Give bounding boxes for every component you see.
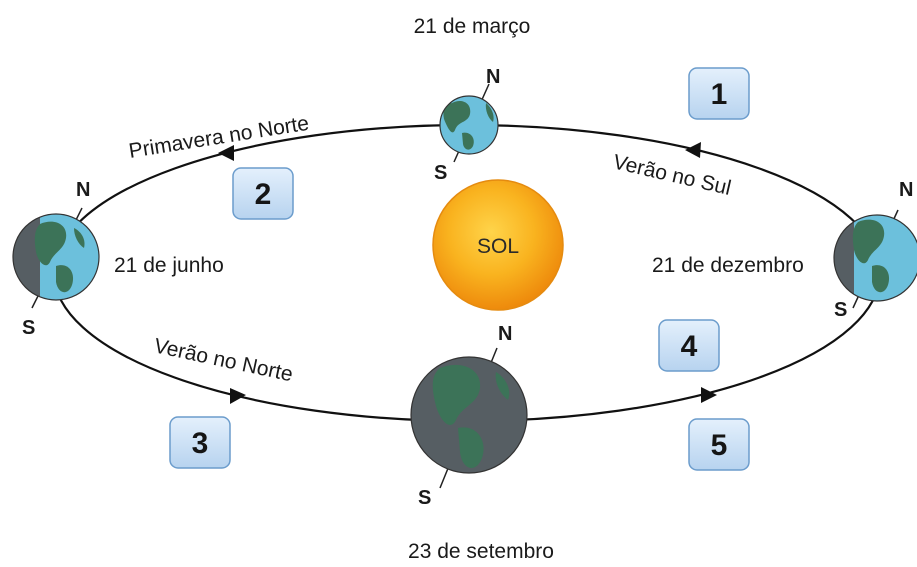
season-summer-north-label: Verão no Norte — [152, 334, 295, 386]
pole-north-june: N — [76, 179, 90, 201]
number-box-3-label: 3 — [192, 427, 209, 460]
pole-south-december: S — [834, 299, 847, 321]
orbit-arrow-top-left — [218, 145, 234, 161]
sun-label: SOL — [477, 235, 519, 258]
earth-june — [12, 207, 100, 309]
number-box-5: 5 — [688, 418, 750, 471]
pole-north-december: N — [899, 179, 913, 201]
pole-north-september: N — [498, 323, 512, 345]
sun: SOL — [432, 179, 564, 311]
number-box-5-label: 5 — [711, 429, 728, 462]
earth-september — [410, 347, 528, 489]
number-box-3: 3 — [169, 416, 231, 469]
earth-march — [439, 83, 499, 163]
date-december-label: 21 de dezembro — [652, 254, 804, 277]
number-box-4-label: 4 — [681, 330, 698, 363]
number-box-1: 1 — [688, 67, 750, 120]
orbit-arrow-bottom-right — [701, 387, 717, 403]
orbit-arrow-top-right — [685, 142, 701, 158]
date-june-label: 21 de junho — [114, 254, 224, 277]
pole-south-march: S — [434, 162, 447, 184]
date-september-label: 23 de setembro — [408, 540, 554, 563]
pole-south-september: S — [418, 487, 431, 509]
number-box-2: 2 — [232, 167, 294, 220]
earth-december — [833, 209, 917, 309]
pole-south-june: S — [22, 317, 35, 339]
number-box-2-label: 2 — [255, 178, 272, 211]
orbit-arrow-bottom-left — [230, 388, 246, 404]
number-box-4: 4 — [658, 319, 720, 372]
date-march-label: 21 de março — [414, 15, 531, 38]
season-summer-south-label: Verão no Sul — [611, 150, 733, 199]
pole-north-march: N — [486, 66, 500, 88]
number-box-1-label: 1 — [711, 78, 728, 111]
